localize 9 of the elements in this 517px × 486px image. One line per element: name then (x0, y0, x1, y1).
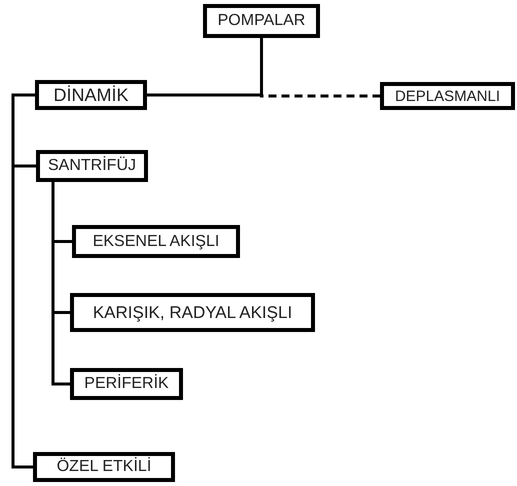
connector-line (12, 94, 35, 468)
category-box: KARIŞIK, RADYAL AKIŞLI (70, 293, 315, 332)
category-box: DEPLASMANLI (380, 82, 515, 110)
category-box: SANTRİFÜJ (36, 150, 148, 182)
category-box: ÖZEL ETKİLİ (33, 452, 175, 482)
category-box: DİNAMİK (35, 80, 147, 110)
category-box: POMPALAR (203, 4, 320, 38)
category-box: PERİFERİK (70, 368, 183, 400)
category-box: EKSENEL AKIŞLI (72, 225, 240, 258)
